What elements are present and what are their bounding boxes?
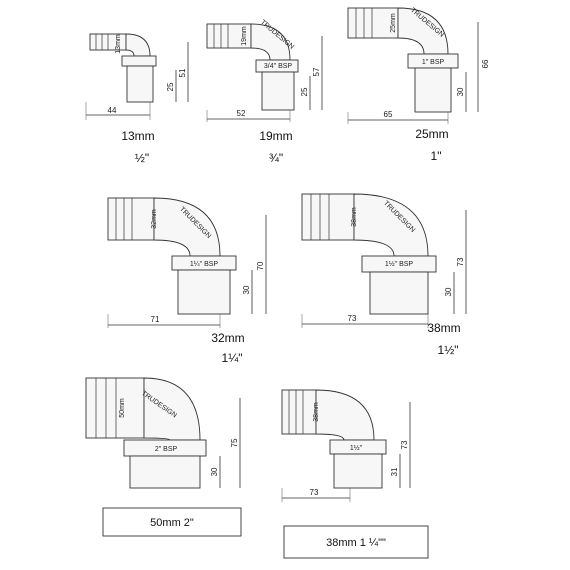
height-dim: 66 bbox=[481, 59, 490, 68]
fitting-38mm-drawing: 38mm TRUDESIGN 1½" BSP bbox=[301, 193, 437, 315]
size-caption: 38mm bbox=[427, 321, 460, 335]
thread-label: 2" BSP bbox=[155, 446, 178, 453]
inch-caption: ¾" bbox=[269, 151, 283, 165]
fitting-19mm-drawing: 19mm TRUDESIGN 3/4" BSP bbox=[206, 19, 299, 111]
thread-label: 1¼" BSP bbox=[190, 261, 218, 268]
caption-box bbox=[283, 525, 429, 559]
dimensions: 75 30 bbox=[210, 398, 241, 488]
width-dim: 73 bbox=[310, 488, 319, 497]
dimensions: 65 66 30 bbox=[347, 22, 490, 124]
inch-caption: 1¼" bbox=[222, 351, 243, 365]
height-dim: 75 bbox=[230, 438, 239, 447]
height-dim: 57 bbox=[312, 67, 321, 76]
box-label: 50mm 2" bbox=[150, 517, 194, 529]
thread-label: 1½" BSP bbox=[385, 260, 413, 268]
width-dim: 71 bbox=[151, 315, 160, 324]
inch-caption: 1" bbox=[431, 149, 442, 163]
size-caption: 19mm bbox=[259, 129, 292, 143]
height-dim: 73 bbox=[456, 257, 465, 266]
thread-dim: 25 bbox=[300, 87, 309, 96]
thread-dim: 30 bbox=[210, 467, 219, 476]
dimensions: 52 57 25 bbox=[206, 36, 323, 122]
dimensions: 73 73 30 bbox=[301, 210, 467, 328]
thread-dim: 31 bbox=[390, 467, 399, 476]
thread-dim: 30 bbox=[242, 285, 251, 294]
width-dim: 44 bbox=[108, 106, 117, 115]
fitting-38mm-small-drawing: 38mm 1½" bbox=[281, 389, 387, 489]
fitting-50mm: 50mm TRUDESIGN 2" BSP 75 30 50mm 2" bbox=[85, 377, 242, 537]
width-dim: 52 bbox=[237, 109, 246, 118]
fitting-50mm-drawing: 50mm TRUDESIGN 2" BSP bbox=[85, 377, 207, 489]
height-dim: 70 bbox=[256, 261, 265, 270]
caption-box bbox=[102, 507, 242, 537]
bore-label: 19mm bbox=[241, 26, 248, 46]
bore-label: 25mm bbox=[390, 13, 397, 33]
fitting-32mm-drawing: 32mm TRUDESIGN 1¼" BSP bbox=[107, 197, 237, 315]
width-dim: 65 bbox=[384, 110, 393, 119]
fitting-13mm: 13mm 44 51 25 13mm ½" bbox=[85, 33, 189, 165]
size-caption: 13mm bbox=[121, 129, 154, 143]
inch-caption: ½" bbox=[135, 151, 149, 165]
box-label: 38mm 1 ¼"" bbox=[326, 537, 386, 549]
thread-label: 3/4" BSP bbox=[264, 63, 292, 70]
fitting-32mm: 32mm TRUDESIGN 1¼" BSP 71 70 30 32mm 1¼" bbox=[107, 197, 267, 365]
bore-label: 38mm bbox=[313, 402, 320, 422]
bore-label: 50mm bbox=[119, 398, 126, 418]
fitting-13mm-drawing: 13mm bbox=[89, 33, 157, 103]
fitting-38mm-small: 38mm 1½" 73 73 31 38mm 1 ¼"" bbox=[281, 389, 429, 559]
fitting-25mm: 25mm TRUDESIGN 1" BSP 65 66 30 25mm 1" bbox=[347, 7, 490, 163]
size-caption: 25mm bbox=[415, 127, 448, 141]
size-caption: 32mm bbox=[211, 331, 244, 345]
thread-dim: 30 bbox=[444, 287, 453, 296]
dimensions: 71 70 30 bbox=[107, 215, 267, 328]
fitting-38mm: 38mm TRUDESIGN 1½" BSP 73 73 30 38mm 1½" bbox=[301, 193, 467, 357]
thread-dim: 25 bbox=[166, 82, 175, 91]
thread-label: 1½" bbox=[350, 444, 363, 452]
bore-label: 13mm bbox=[115, 34, 122, 54]
height-dim: 73 bbox=[400, 440, 409, 449]
thread-dim: 30 bbox=[456, 87, 465, 96]
inch-caption: 1½" bbox=[438, 343, 459, 357]
height-dim: 51 bbox=[178, 68, 187, 77]
dimensions: 73 73 31 bbox=[281, 402, 411, 502]
fitting-19mm: 19mm TRUDESIGN 3/4" BSP 52 57 25 19mm ¾" bbox=[206, 19, 323, 165]
dimensions: 44 51 25 bbox=[85, 42, 189, 120]
thread-label: 1" BSP bbox=[422, 59, 445, 66]
bore-label: 38mm bbox=[351, 207, 358, 227]
fitting-25mm-drawing: 25mm TRUDESIGN 1" BSP bbox=[347, 7, 459, 113]
width-dim: 73 bbox=[348, 314, 357, 323]
bore-label: 32mm bbox=[151, 209, 158, 229]
